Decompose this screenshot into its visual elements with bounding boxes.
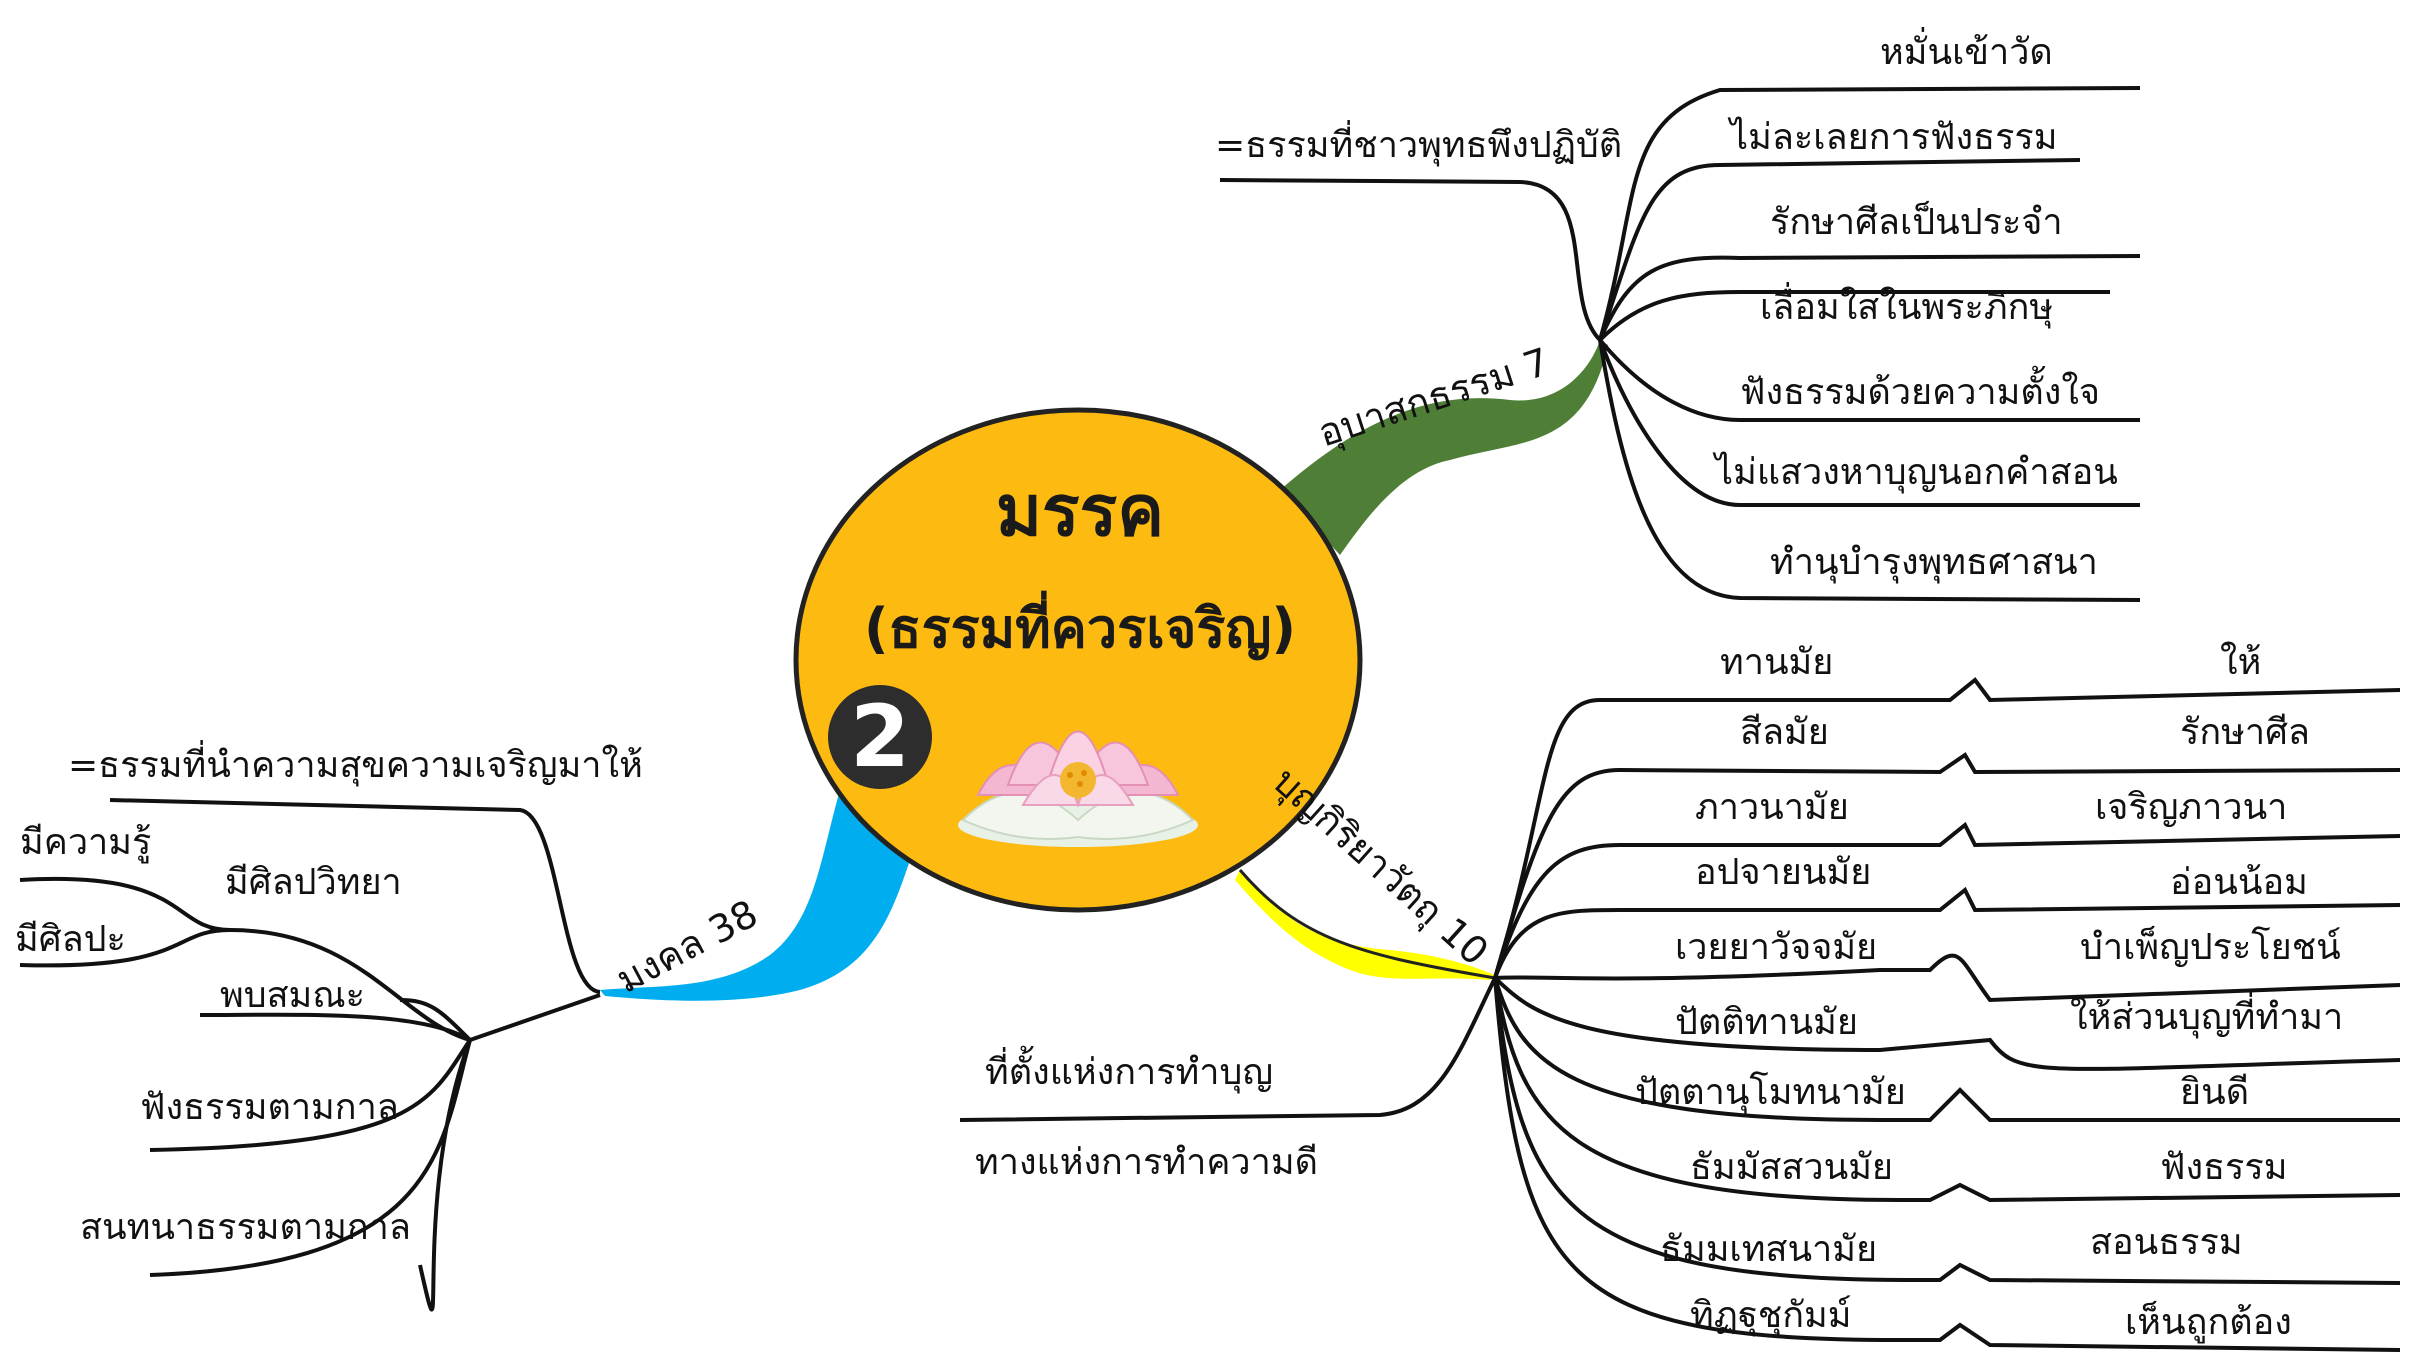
bunkiriya-item-9: ธัมมเทสนามัย: [1660, 1229, 1878, 1270]
bunkiriya-note-1: ที่ตั้งแห่งการทำบุญ: [985, 1052, 1274, 1093]
branch-bunkiriya-ribbon: [1235, 870, 1495, 980]
bunkiriya-item-4: อปจายนมัย: [1695, 852, 1872, 893]
bunkiriya-item-8: ธัมมัสสวนมัย: [1690, 1147, 1894, 1188]
mongkol-item-3: ฟังธรรมตามกาล: [140, 1087, 399, 1128]
bunkiriya-item-6: ปัตติทานมัย: [1675, 1002, 1858, 1043]
bunkiriya-meaning-10: เห็นถูกต้อง: [2125, 1302, 2292, 1343]
bunkiriya-lines: [959, 677, 2401, 1352]
upasaka-lines: [1219, 86, 2141, 602]
center-subtitle: (ธรรมที่ควรเจริญ): [863, 597, 1297, 660]
upasaka-item-5: ฟังธรรมด้วยความตั้งใจ: [1740, 372, 2100, 413]
number-badge: 2: [828, 685, 932, 789]
bunkiriya-item-7: ปัตตานุโมทนามัย: [1635, 1072, 1906, 1113]
bunkiriya-meaning-1: ให้: [2220, 642, 2262, 683]
upasaka-item-7: ทำนุบำรุงพุทธศาสนา: [1770, 542, 2098, 583]
mongkol-sub-2: มีศิลปะ: [15, 919, 126, 960]
lotus-flower-icon: [958, 730, 1198, 847]
mongkol-note: =ธรรมที่นำความสุขความเจริญมาให้: [68, 745, 643, 786]
mongkol-item-2: พบสมณะ: [220, 975, 366, 1016]
center-title: มรรค: [995, 470, 1165, 552]
bunkiriya-item-3: ภาวนามัย: [1695, 787, 1849, 828]
upasaka-item-1: หมั่นเข้าวัด: [1880, 32, 2053, 73]
mongkol-lines: [19, 798, 601, 1312]
upasaka-item-6: ไม่แสวงหาบุญนอกคำสอน: [1715, 452, 2118, 493]
branch-upasaka-ribbon: [1280, 340, 1608, 555]
bunkiriya-meaning-9: สอนธรรม: [2090, 1222, 2243, 1263]
mongkol-item-4: สนทนาธรรมตามกาล: [80, 1207, 411, 1248]
bunkiriya-meaning-4: อ่อนน้อม: [2170, 862, 2308, 903]
bunkiriya-item-1: ทานมัย: [1720, 642, 1834, 683]
bunkiriya-meaning-5: บำเพ็ญประโยชน์: [2080, 927, 2341, 968]
upasaka-item-2: ไม่ละเลยการฟังธรรม: [1730, 117, 2058, 158]
bunkiriya-meaning-3: เจริญภาวนา: [2095, 787, 2288, 828]
upasaka-item-3: รักษาศีลเป็นประจำ: [1770, 202, 2063, 243]
bunkiriya-meaning-2: รักษาศีล: [2180, 712, 2310, 753]
bunkiriya-meaning-7: ยินดี: [2180, 1072, 2250, 1113]
bunkiriya-item-10: ทิฏฐุชุกัมม์: [1690, 1295, 1852, 1336]
bunkiriya-meaning-6: ให้ส่วนบุญที่ทำมา: [2070, 997, 2344, 1038]
center-node: [793, 407, 1363, 913]
bunkiriya-item-5: เวยยาวัจจมัย: [1675, 927, 1878, 968]
bunkiriya-meaning-8: ฟังธรรม: [2160, 1147, 2288, 1188]
mongkol-item-1: มีศิลปวิทยา: [225, 862, 402, 903]
bunkiriya-note-2: ทางแห่งการทำความดี: [975, 1142, 1318, 1183]
mongkol-sub-1: มีความรู้: [20, 822, 152, 863]
upasaka-note: =ธรรมที่ชาวพุทธพึงปฏิบัติ: [1215, 125, 1623, 166]
bunkiriya-item-2: สีลมัย: [1740, 712, 1829, 753]
upasaka-item-4: เลื่อมใสในพระภิกษุ: [1760, 287, 2054, 328]
branch-mongkol-ribbon: [600, 790, 910, 1001]
